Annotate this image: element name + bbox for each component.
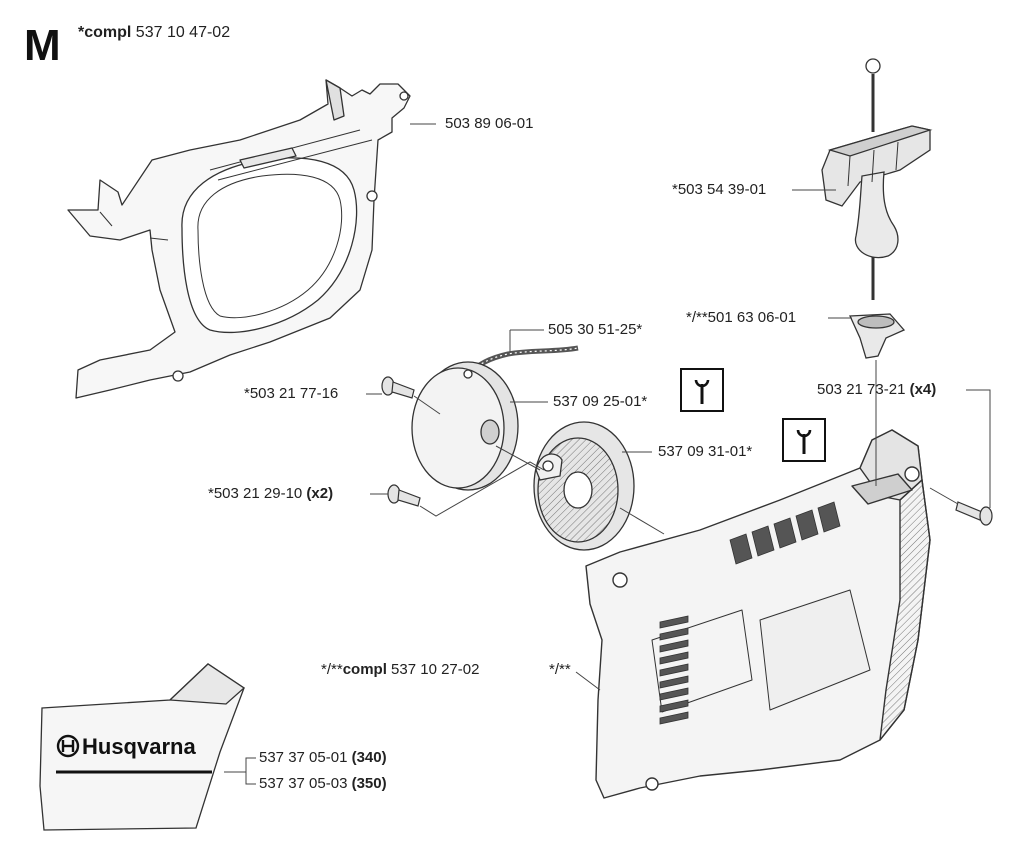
- husqvarna-logo: Husqvarna: [56, 734, 196, 759]
- starter-pulley: [411, 361, 519, 491]
- vent-slot: [659, 687, 689, 701]
- label-rope: 505 30 51-25*: [548, 321, 643, 338]
- vent-slot: [751, 525, 775, 557]
- label-cover-mark: */**: [549, 661, 571, 678]
- vent-slot: [729, 533, 753, 565]
- section-letter: M: [24, 21, 61, 70]
- leader-cover: [575, 671, 601, 691]
- cover-screw: [955, 501, 993, 526]
- label-handle: *503 54 39-01: [672, 181, 767, 198]
- axis-spring-screw: [419, 461, 545, 517]
- label-cover-screw-qty: (x4): [909, 381, 937, 398]
- vent-slot: [659, 711, 689, 725]
- label-spring-screw: *503 21 29-10 (x2): [208, 485, 333, 503]
- vent-slot: [659, 663, 689, 677]
- section-compl-prefix: *compl: [78, 24, 132, 41]
- label-spring-screw-number: *503 21 29-10: [208, 485, 303, 502]
- vent-slot: [659, 651, 689, 665]
- decal-sticker: [39, 663, 246, 831]
- wrench-icon-2: [782, 418, 826, 462]
- label-decal-1: 537 37 05-01 (340): [259, 749, 387, 767]
- label-spring: 537 09 31-01*: [658, 443, 753, 460]
- spring-screw: [387, 484, 421, 507]
- vent-slot: [659, 639, 689, 653]
- vent-slot: [773, 517, 797, 549]
- label-cover-number: 537 10 27-02: [391, 661, 480, 678]
- recoil-spring: [533, 421, 635, 551]
- vent-slot: [659, 675, 689, 689]
- brand-wordmark: Husqvarna: [82, 734, 196, 759]
- crown-h-logo-icon: [56, 734, 80, 758]
- leader-decal-2: [245, 772, 256, 785]
- vent-slot: [659, 627, 689, 641]
- label-spring-screw-qty: (x2): [306, 485, 334, 502]
- label-cover-screw-number: 503 21 73-21: [817, 381, 906, 398]
- axis-spring-to-cover: [619, 507, 665, 535]
- leader-cover-screw: [966, 389, 991, 508]
- wrench-icon-glyph: [694, 379, 710, 404]
- wrench-icon: [680, 368, 724, 412]
- rope-grommet: [849, 313, 906, 359]
- label-pulley: 537 09 25-01*: [553, 393, 648, 410]
- cover-vents-side: [659, 615, 689, 725]
- label-cover-prefix: */**: [321, 661, 343, 678]
- label-cover: */**compl 537 10 27-02: [321, 661, 479, 679]
- axis-pulley: [413, 395, 441, 415]
- axis-pulley-to-spring: [495, 445, 541, 471]
- label-cover-compl: compl: [342, 661, 387, 678]
- pulley-screw: [381, 376, 415, 399]
- starter-bracket: [67, 79, 411, 399]
- starter-handle: [821, 58, 933, 300]
- vent-slot: [817, 501, 841, 533]
- starter-cover: [585, 429, 931, 799]
- label-decal-2-number: 537 37 05-03: [259, 775, 348, 792]
- label-grommet: */**501 63 06-01: [686, 309, 797, 326]
- vent-slot: [659, 615, 689, 629]
- leader-decal: [224, 757, 256, 773]
- vent-slot: [795, 509, 819, 541]
- axis-cover-screw: [929, 487, 959, 505]
- label-cover-screw: 503 21 73-21 (x4): [817, 381, 936, 399]
- section-compl-number: 537 10 47-02: [135, 24, 231, 41]
- label-decal-2: 537 37 05-03 (350): [259, 775, 387, 793]
- cover-vents-top: [729, 501, 841, 565]
- vent-slot: [659, 699, 689, 713]
- label-pulley-screw: *503 21 77-16: [244, 385, 339, 402]
- wrench-icon-glyph-2: [796, 429, 812, 454]
- label-bracket: 503 89 06-01: [445, 115, 534, 132]
- label-decal-1-number: 537 37 05-01: [259, 749, 348, 766]
- label-decal-1-model: (340): [351, 749, 387, 766]
- label-decal-2-model: (350): [351, 775, 387, 792]
- section-assembly-number: *compl 537 10 47-02: [78, 23, 230, 43]
